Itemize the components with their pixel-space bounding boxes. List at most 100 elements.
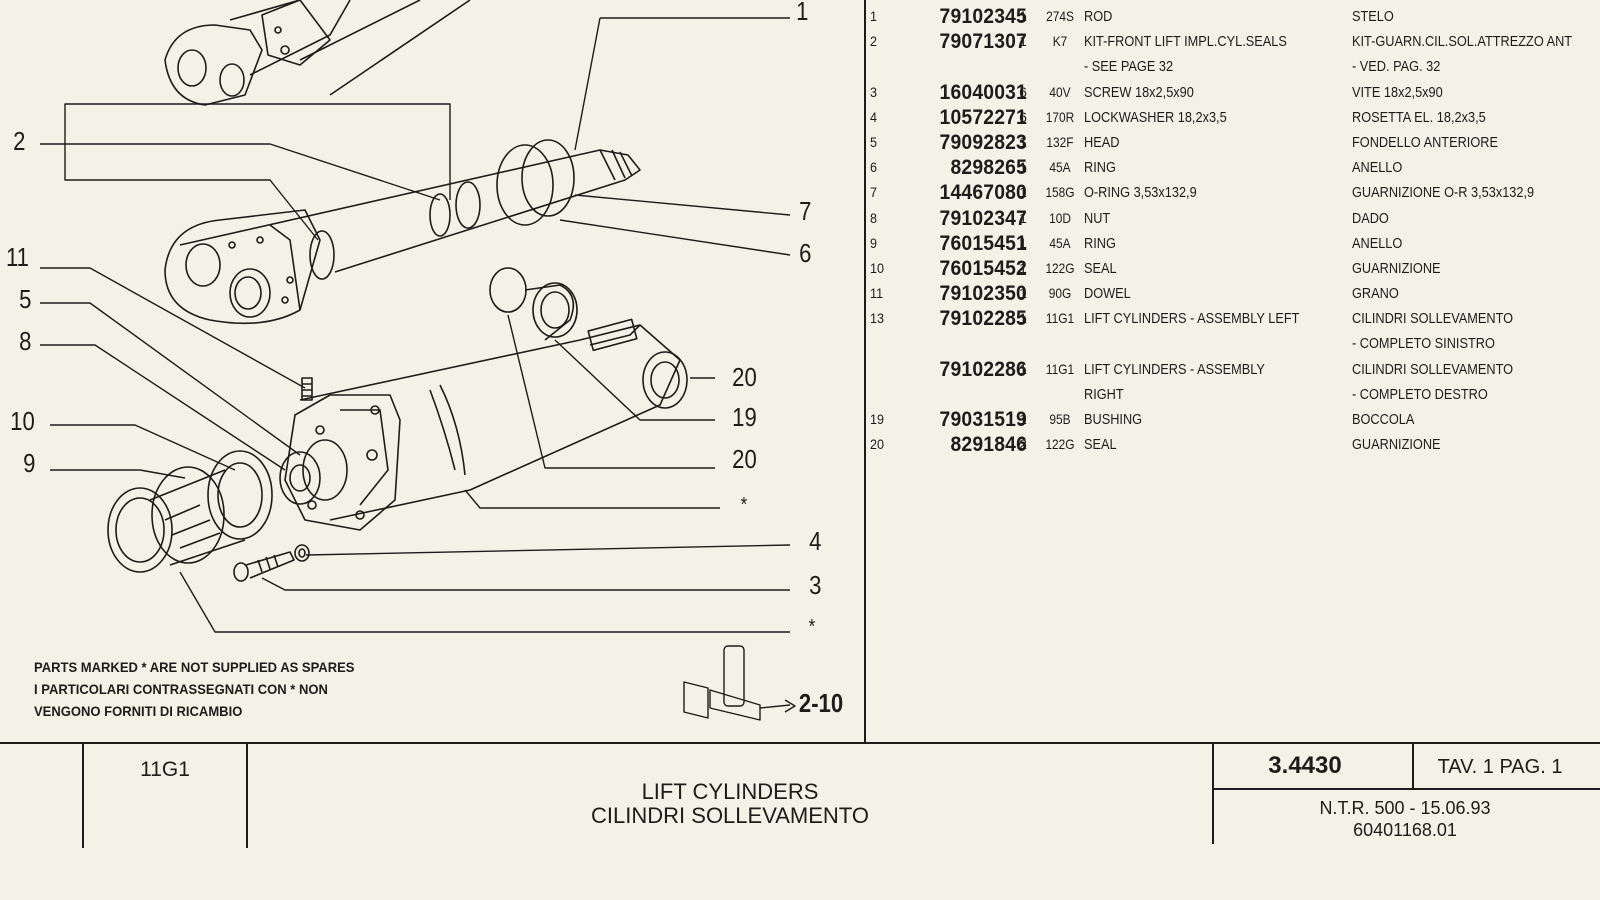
ref-cell: 3 [870, 83, 878, 100]
description-it-cell: DADO [1352, 209, 1389, 227]
qty-cell: 1 [1019, 310, 1027, 327]
ref-cell: 1 [870, 8, 878, 24]
part-code-cell: 79031519 [939, 408, 1027, 431]
group-cell: 90G [1048, 285, 1072, 302]
group-cell: 11G1 [1045, 310, 1075, 327]
table-row: RIGHT- COMPLETO DESTRO [864, 382, 1600, 407]
group-cell: 122G [1045, 436, 1075, 453]
description-en-cell: ROD [1084, 8, 1113, 25]
callout-7: 7 [799, 196, 812, 226]
group-cell: 274S [1046, 8, 1074, 24]
description-en-cell: HEAD [1084, 133, 1120, 151]
group-cell: 158G [1045, 184, 1075, 201]
part-code-cell: 79102285 [939, 307, 1027, 331]
group-cell: 132F [1046, 133, 1074, 150]
description-en-cell: SEAL [1084, 436, 1117, 454]
qty-cell: 2 [1019, 436, 1027, 453]
spares-note: PARTS MARKED * ARE NOT SUPPLIED AS SPARE… [34, 656, 379, 722]
qty-cell: 1 [1019, 360, 1027, 377]
description-it-cell: STELO [1352, 8, 1394, 25]
part-code-cell: 79102345 [939, 5, 1027, 28]
table-row: - COMPLETO SINISTRO [864, 331, 1600, 356]
ntr-date: N.T.R. 500 - 15.06.93 [1319, 798, 1491, 818]
description-it-cell: GUARNIZIONE [1352, 259, 1441, 277]
description-en-cell: LIFT CYLINDERS - ASSEMBLY LEFT [1084, 310, 1300, 328]
ref-cell: 13 [870, 310, 885, 327]
inset-ref-label: 2-10 [798, 688, 844, 718]
seal-rings [107, 450, 273, 573]
callout-8: 8 [19, 326, 32, 356]
description-it-cell: KIT-GUARN.CIL.SOL.ATTREZZO ANT [1352, 33, 1573, 51]
group-cell: 45A [1049, 159, 1071, 176]
description-it-cell: ANELLO [1352, 159, 1403, 177]
ref-cell: 10 [870, 259, 885, 276]
callout-11: 11 [6, 242, 29, 272]
footer-divider-4 [1412, 742, 1414, 788]
table-row: - SEE PAGE 32 - VED. PAG. 32 [864, 54, 1600, 79]
callout-3: 3 [809, 570, 822, 600]
description-it-cell: - COMPLETO SINISTRO [1352, 335, 1495, 353]
screw-and-washer [233, 544, 310, 582]
part-code-cell: 79102286 [939, 357, 1027, 381]
group-code: 11G1 [140, 758, 190, 781]
group-cell: 170R [1045, 108, 1075, 125]
ref-cell: 2 [870, 33, 878, 50]
description-it-cell: FONDELLO ANTERIORE [1352, 133, 1498, 151]
callout-19: 19 [732, 402, 757, 432]
group-cell: 10D [1049, 209, 1071, 226]
part-code-cell: 76015452 [939, 256, 1027, 280]
callout-20-top: 20 [732, 362, 757, 392]
callout-star-2: * [808, 616, 816, 638]
description-it-cell: ROSETTA EL. 18,2x3,5 [1352, 108, 1486, 126]
callout-10: 10 [10, 406, 35, 436]
description-it-cell: ANELLO [1352, 234, 1403, 252]
ref-cell: 20 [870, 436, 885, 453]
footer-divider-5 [1212, 788, 1600, 790]
ref-cell: 9 [870, 234, 878, 251]
ref-cell: 19 [870, 411, 885, 427]
part-code-cell: 8291846 [950, 433, 1027, 457]
ref-cell: 11 [870, 285, 884, 302]
description-en-cell: - SEE PAGE 32 [1084, 58, 1174, 76]
group-cell: 11G1 [1045, 360, 1075, 377]
description-en-cell: RIGHT [1084, 385, 1124, 403]
qty-cell: 1 [1019, 285, 1027, 302]
ref-cell: 8 [870, 209, 878, 226]
part-code-cell: 79092823 [939, 130, 1027, 154]
qty-cell: 1 [1019, 259, 1027, 276]
top-rod-assembly [164, 0, 471, 106]
group-cell: 40V [1049, 83, 1071, 100]
description-it-cell: CILINDRI SOLLEVAMENTO [1352, 310, 1514, 328]
description-en-cell: RING [1084, 234, 1116, 252]
footer-divider-3 [1212, 742, 1214, 844]
description-it-cell: BOCCOLA [1352, 411, 1415, 428]
group-cell: 95B [1049, 411, 1071, 427]
description-en-cell: LOCKWASHER 18,2x3,5 [1084, 108, 1227, 126]
page-title-it: CILINDRI SOLLEVAMENTO [591, 803, 869, 828]
footer-divider-2 [246, 742, 248, 848]
inset-ref-icon [683, 645, 796, 721]
part-code-cell: 14467080 [939, 181, 1027, 205]
exploded-diagram [40, 0, 796, 721]
ref-cell: 4 [870, 108, 878, 125]
table-page-ref: TAV. 1 PAG. 1 [1437, 756, 1563, 778]
description-it-cell: GUARNIZIONE [1352, 436, 1441, 454]
part-code-cell: 8298265 [950, 156, 1027, 180]
qty-cell: 6 [1019, 108, 1027, 125]
description-en-cell: O-RING 3,53x132,9 [1084, 184, 1197, 202]
doc-reference: 60401168.01 [1353, 820, 1457, 840]
description-it-cell: - VED. PAG. 32 [1352, 58, 1441, 76]
group-cell: K7 [1052, 33, 1068, 50]
callout-20-bottom: 20 [732, 444, 757, 474]
